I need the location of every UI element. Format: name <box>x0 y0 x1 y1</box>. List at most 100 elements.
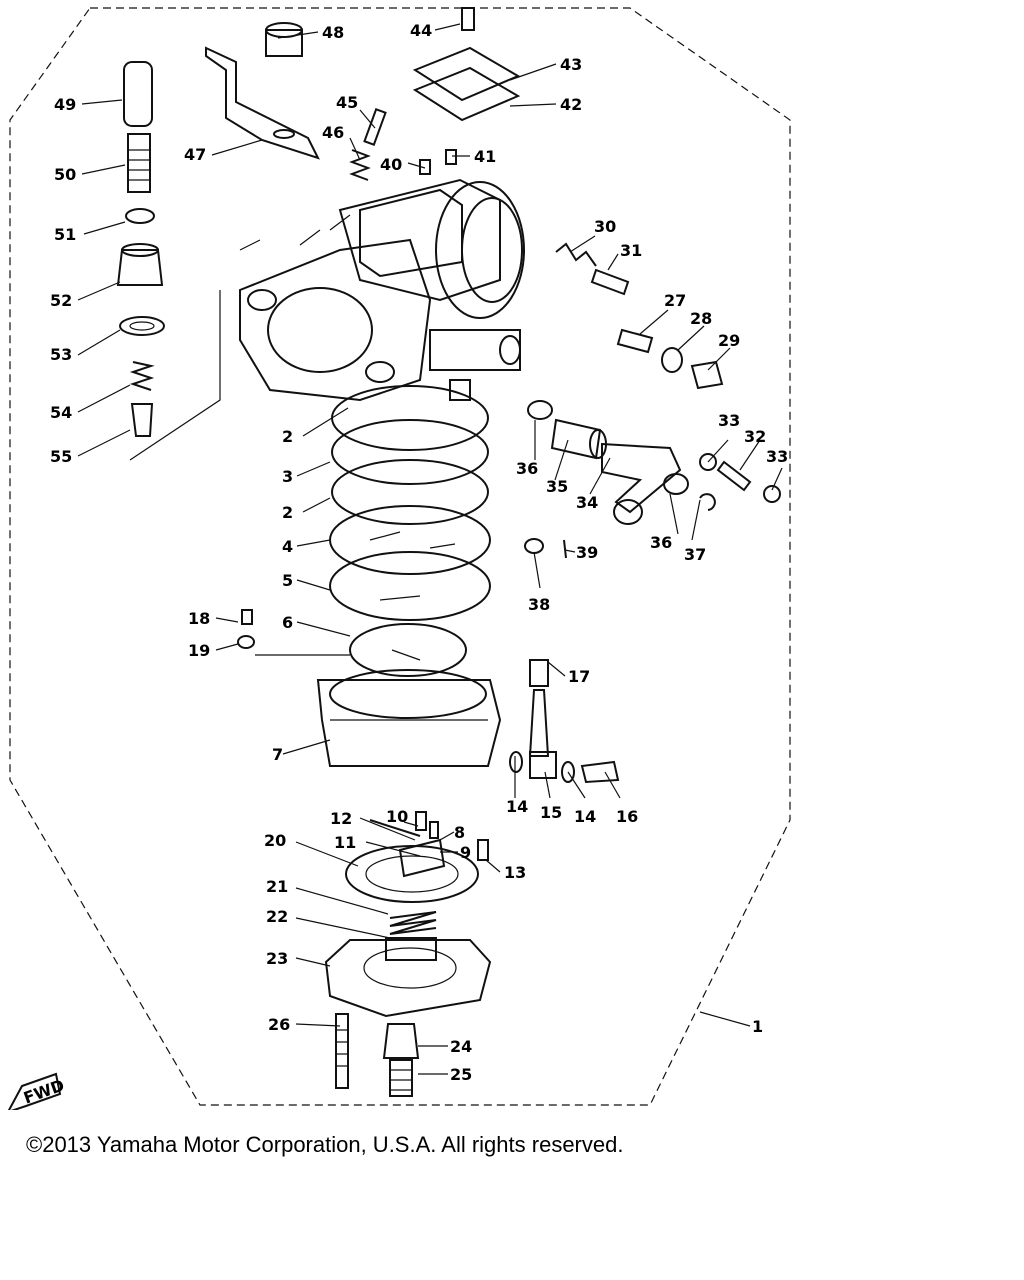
callout-42: 42 <box>560 95 582 114</box>
part-17-tube <box>529 659 549 687</box>
callout-15: 15 <box>540 803 562 822</box>
callout-45: 45 <box>336 93 358 112</box>
part-52-seat <box>116 249 164 286</box>
part-49-cap <box>123 61 153 127</box>
callout-43: 43 <box>560 55 582 74</box>
part-41-plug <box>445 149 457 165</box>
callout-47: 47 <box>184 145 206 164</box>
pump-cover-parts <box>324 811 492 1097</box>
callout-1: 1 <box>752 1017 763 1036</box>
diaphragm-stack <box>237 385 502 767</box>
part-5-gasket <box>329 551 491 621</box>
callout-4: 4 <box>282 537 293 556</box>
callout-40: 40 <box>380 155 402 174</box>
callout-2b: 2 <box>282 503 293 522</box>
part-20-diaphragm <box>345 845 479 903</box>
carburetor-exploded-diagram: FWD 1 2 2 3 4 5 6 7 8 9 10 11 12 13 14 1… <box>7 7 791 1110</box>
part-38-washer <box>524 538 544 554</box>
part-28-washer <box>661 347 683 373</box>
part-24-fitting <box>382 1023 420 1059</box>
callout-3: 3 <box>282 467 293 486</box>
part-55-needle <box>130 403 154 437</box>
part-6-valve <box>349 623 467 677</box>
part-42-gasket <box>412 66 521 122</box>
part-3-diaphragm <box>331 419 489 485</box>
callout-35: 35 <box>546 477 568 496</box>
callout-17: 17 <box>568 667 590 686</box>
part-43-cover <box>412 46 521 102</box>
callout-14b: 14 <box>574 807 596 826</box>
callout-33a: 33 <box>718 411 740 430</box>
part-15-banjo <box>529 751 557 779</box>
callout-27: 27 <box>664 291 686 310</box>
fwd-label: FWD <box>21 1075 67 1107</box>
copyright-notice: ©2013 Yamaha Motor Corporation, U.S.A. A… <box>26 1132 624 1157</box>
part-21-spring <box>389 911 437 935</box>
callout-52: 52 <box>50 291 72 310</box>
part-34-lever <box>601 442 682 514</box>
callout-9: 9 <box>460 843 471 862</box>
part-14b-washer <box>561 761 575 783</box>
carburetor-body <box>239 178 525 402</box>
part-45-screw <box>363 108 387 146</box>
callout-14a: 14 <box>506 797 528 816</box>
part-48-plug <box>265 29 303 57</box>
callout-30: 30 <box>594 217 616 236</box>
part-36a-washer <box>527 400 553 420</box>
part-27-screw <box>616 328 654 354</box>
part-2b-gasket <box>331 459 489 525</box>
callout-38: 38 <box>528 595 550 614</box>
callout-46: 46 <box>322 123 344 142</box>
callout-34: 34 <box>576 493 598 512</box>
callout-25: 25 <box>450 1065 472 1084</box>
callout-19: 19 <box>188 641 210 660</box>
part-4-plate <box>329 505 491 575</box>
callout-2a: 2 <box>282 427 293 446</box>
part-44-screw <box>461 7 475 31</box>
callout-44: 44 <box>410 21 432 40</box>
part-37-clip <box>699 493 716 511</box>
part-50-jet <box>127 133 151 193</box>
part-53-gasket <box>119 316 165 336</box>
part-46-spring <box>349 149 371 181</box>
callout-23: 23 <box>266 949 288 968</box>
part-33b-nut <box>763 485 781 503</box>
callout-53: 53 <box>50 345 72 364</box>
callout-12: 12 <box>330 809 352 828</box>
callout-29: 29 <box>718 331 740 350</box>
callout-16: 16 <box>616 807 638 826</box>
part-14a-washer <box>509 751 523 773</box>
top-cover-parts <box>349 7 521 181</box>
part-35-sleeve <box>550 418 602 460</box>
part-30-spring <box>555 242 597 267</box>
callout-22: 22 <box>266 907 288 926</box>
callout-26: 26 <box>268 1015 290 1034</box>
callout-7: 7 <box>272 745 283 764</box>
part-32-pin <box>716 460 752 492</box>
part-54-spring <box>129 361 155 391</box>
part-36b-washer <box>663 473 689 495</box>
part-51-washer <box>125 208 155 224</box>
float-valve-parts <box>116 22 320 437</box>
callout-33b: 33 <box>766 447 788 466</box>
part-47-bracket <box>205 46 320 160</box>
callout-31: 31 <box>620 241 642 260</box>
part-31-screw <box>590 268 630 296</box>
callout-labels: 1 2 2 3 4 5 6 7 8 9 10 11 12 13 14 14 15… <box>50 21 788 1084</box>
callout-10: 10 <box>386 807 408 826</box>
part-18-screw <box>241 609 253 625</box>
part-39-pin <box>563 539 567 559</box>
part-10-spring <box>415 811 427 831</box>
part-2a-gasket <box>331 385 489 451</box>
callout-37: 37 <box>684 545 706 564</box>
callout-20: 20 <box>264 831 286 850</box>
callout-32: 32 <box>744 427 766 446</box>
part-7-body <box>316 679 502 767</box>
assembly-boundary <box>9 7 791 1106</box>
part-23-cover <box>324 939 492 1018</box>
callout-39: 39 <box>576 543 598 562</box>
callout-50: 50 <box>54 165 76 184</box>
part-19-washer <box>237 635 255 649</box>
part-16-bolt <box>580 760 620 784</box>
callout-55: 55 <box>50 447 72 466</box>
